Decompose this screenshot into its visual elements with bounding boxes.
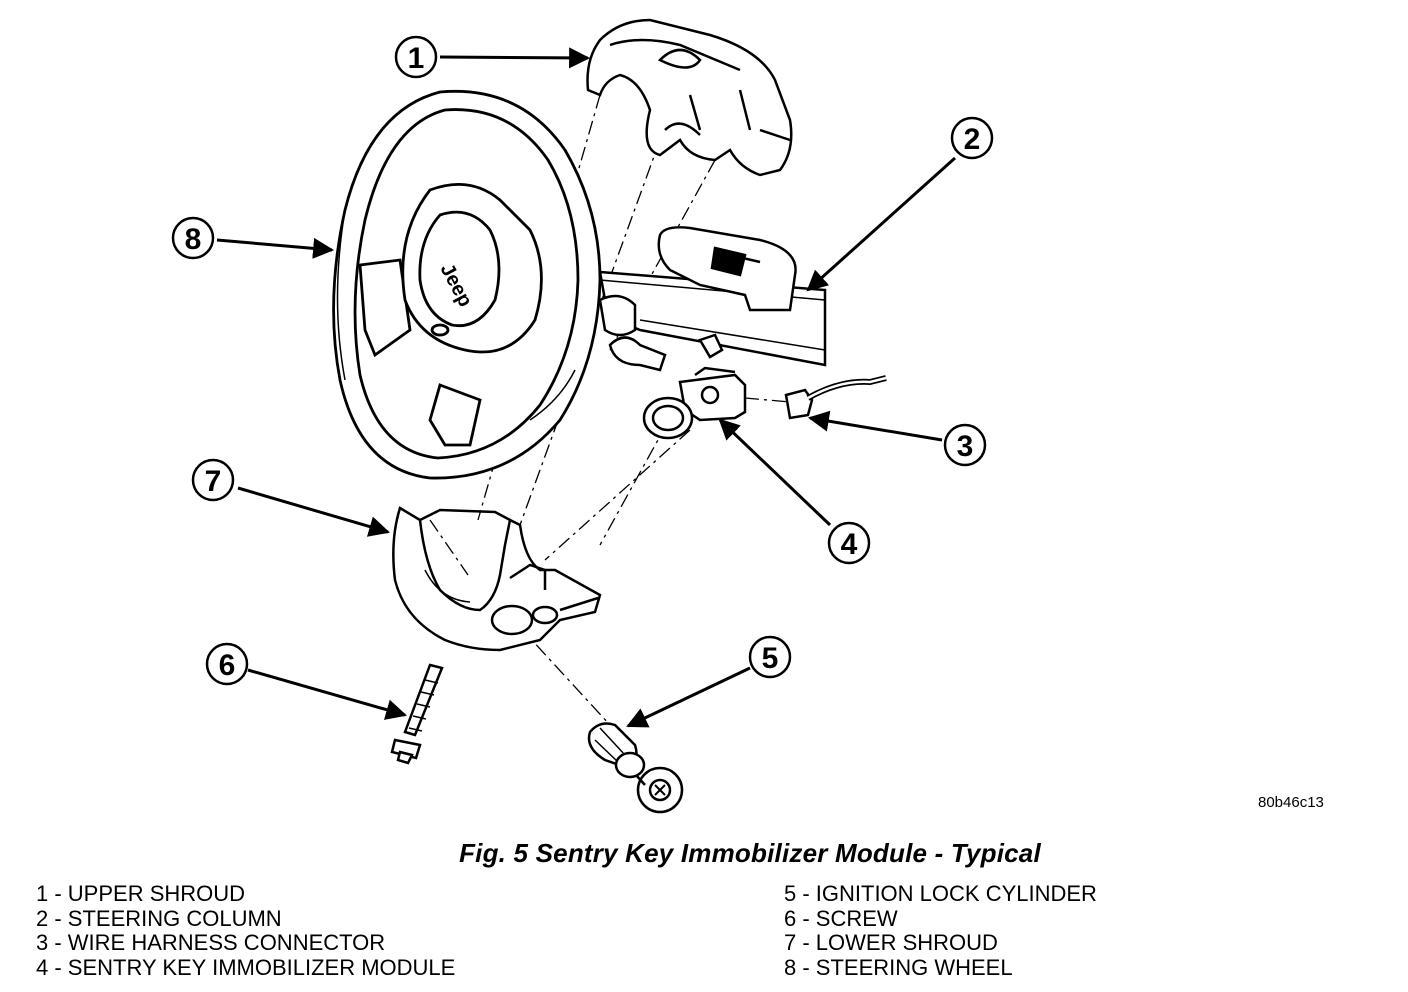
wire-harness-connector xyxy=(784,375,887,420)
leader-arrows xyxy=(216,47,957,728)
callout-8: 8 xyxy=(171,216,215,260)
leader-arrow-8 xyxy=(216,237,335,259)
callout-4: 4 xyxy=(827,521,871,565)
leader-arrow-6 xyxy=(247,668,408,720)
leader-arrow-3 xyxy=(807,410,943,442)
lower-shroud xyxy=(392,506,602,652)
exploded-diagram: Jeep xyxy=(171,18,994,814)
callouts: 1 2 3 4 5 6 7 8 xyxy=(171,35,994,686)
callout-number: 8 xyxy=(185,223,202,256)
callout-number: 4 xyxy=(841,528,858,561)
figure-caption: Fig. 5 Sentry Key Immobilizer Module - T… xyxy=(459,838,1041,868)
callout-number: 7 xyxy=(205,465,222,498)
callout-3: 3 xyxy=(943,423,987,467)
legend-left-column: 1 - UPPER SHROUD 2 - STEERING COLUMN 3 -… xyxy=(36,881,456,980)
callout-2: 2 xyxy=(950,116,994,160)
legend-item: 6 - SCREW xyxy=(784,905,898,931)
drawing-code: 80b46c13 xyxy=(1258,794,1324,811)
legend-item: 7 - LOWER SHROUD xyxy=(784,930,998,955)
steering-wheel xyxy=(332,89,602,480)
callout-6: 6 xyxy=(205,642,249,686)
callout-number: 5 xyxy=(762,642,779,675)
legend-item: 5 - IGNITION LOCK CYLINDER xyxy=(784,881,1097,906)
callout-1: 1 xyxy=(394,35,438,79)
leader-arrow-4 xyxy=(718,418,832,527)
leader-arrow-7 xyxy=(237,486,391,537)
legend-item: 4 - SENTRY KEY IMMOBILIZER MODULE xyxy=(36,954,456,980)
callout-number: 1 xyxy=(408,42,425,75)
legend-item: 8 - STEERING WHEEL xyxy=(784,954,1013,980)
legend-item: 3 - WIRE HARNESS CONNECTOR xyxy=(36,930,386,955)
callout-5: 5 xyxy=(748,635,792,679)
steering-column xyxy=(598,226,827,372)
callout-number: 3 xyxy=(957,430,974,463)
callout-number: 6 xyxy=(219,649,236,682)
leader-arrow-5 xyxy=(626,666,751,728)
leader-arrow-2 xyxy=(806,156,957,292)
callout-number: 2 xyxy=(964,123,981,156)
legend-right-column: 5 - IGNITION LOCK CYLINDER 6 - SCREW 7 -… xyxy=(784,881,1097,980)
leader-arrow-1 xyxy=(439,47,591,69)
immobilizer-module xyxy=(642,366,747,440)
screw xyxy=(390,663,444,765)
upper-shroud xyxy=(586,18,793,177)
legend-item: 1 - UPPER SHROUD xyxy=(36,881,246,906)
callout-7: 7 xyxy=(191,458,235,502)
legend-item: 2 - STEERING COLUMN xyxy=(36,905,282,931)
ignition-lock-cylinder xyxy=(587,722,684,814)
